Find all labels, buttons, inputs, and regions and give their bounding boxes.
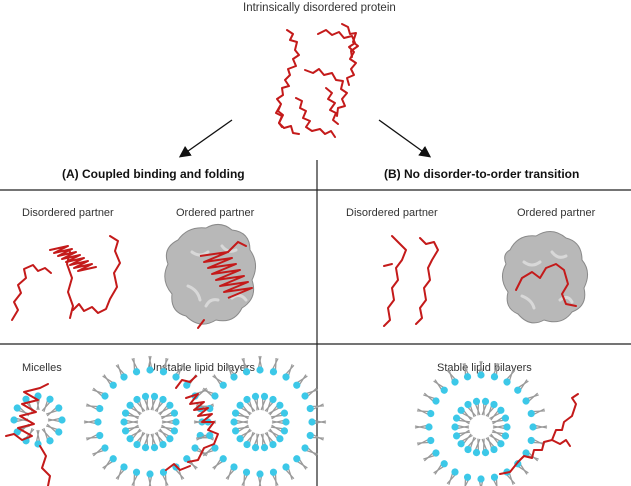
unstable-vesicle-left bbox=[83, 355, 217, 486]
micelles-label: Micelles bbox=[22, 362, 62, 374]
panel-a-disordered-label: Disordered partner bbox=[22, 207, 114, 219]
arrow-right bbox=[378, 119, 432, 158]
panel-a-disordered-partner bbox=[11, 235, 121, 321]
disordered-protein-top bbox=[275, 23, 359, 138]
panel-b-disordered-partner bbox=[383, 235, 439, 327]
panel-a-ordered-partner bbox=[164, 224, 256, 329]
panel-b-ordered-label: Ordered partner bbox=[517, 207, 596, 219]
panel-b-ordered-partner bbox=[502, 231, 588, 324]
panel-a-ordered-label: Ordered partner bbox=[176, 207, 255, 219]
micelle-protein bbox=[5, 383, 51, 486]
panel-b-disordered-label: Disordered partner bbox=[346, 207, 438, 219]
stable-bilayer-protein bbox=[499, 393, 579, 475]
idp-title: Intrinsically disordered protein bbox=[243, 2, 396, 14]
arrow-left bbox=[178, 119, 233, 158]
panel-b-heading: (B) No disorder-to-order transition bbox=[384, 167, 580, 181]
stable-bilayers-label: Stable lipid bilayers bbox=[437, 362, 532, 374]
unstable-bilayer-protein bbox=[165, 375, 219, 471]
stable-vesicle bbox=[415, 361, 547, 486]
panel-a-heading: (A) Coupled binding and folding bbox=[62, 167, 245, 181]
